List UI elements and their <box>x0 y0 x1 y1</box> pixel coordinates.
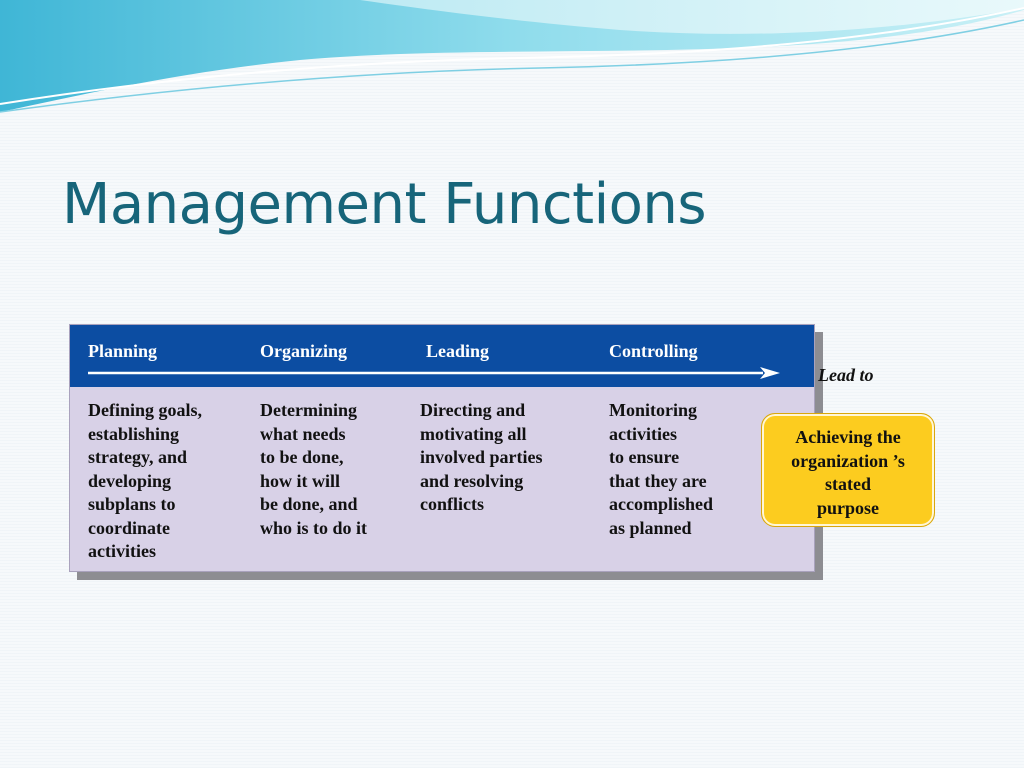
header-swoosh-decoration <box>0 0 1024 113</box>
stage-description-controlling: Monitoring activities to ensure that the… <box>609 400 714 538</box>
outcome-text: Achieving the organization ’s stated pur… <box>791 427 905 518</box>
connector-label: Lead to <box>818 365 874 385</box>
stage-label-controlling: Controlling <box>609 341 698 361</box>
management-functions-diagram: Planning Organizing Leading Controlling … <box>69 324 815 572</box>
stage-description-organizing: Determining what needs to be done, how i… <box>260 400 368 538</box>
slide-title: Management Functions <box>62 172 707 237</box>
stage-label-planning: Planning <box>88 341 158 361</box>
process-arrow <box>88 367 780 379</box>
stage-label-leading: Leading <box>426 341 490 361</box>
stage-label-organizing: Organizing <box>260 341 348 361</box>
stages-header-band: Planning Organizing Leading Controlling <box>70 325 814 387</box>
stage-description-planning: Defining goals, establishing strategy, a… <box>88 400 203 561</box>
outcome-box: Achieving the organization ’s stated pur… <box>761 413 935 527</box>
stage-description-leading: Directing and motivating all involved pa… <box>420 400 543 514</box>
